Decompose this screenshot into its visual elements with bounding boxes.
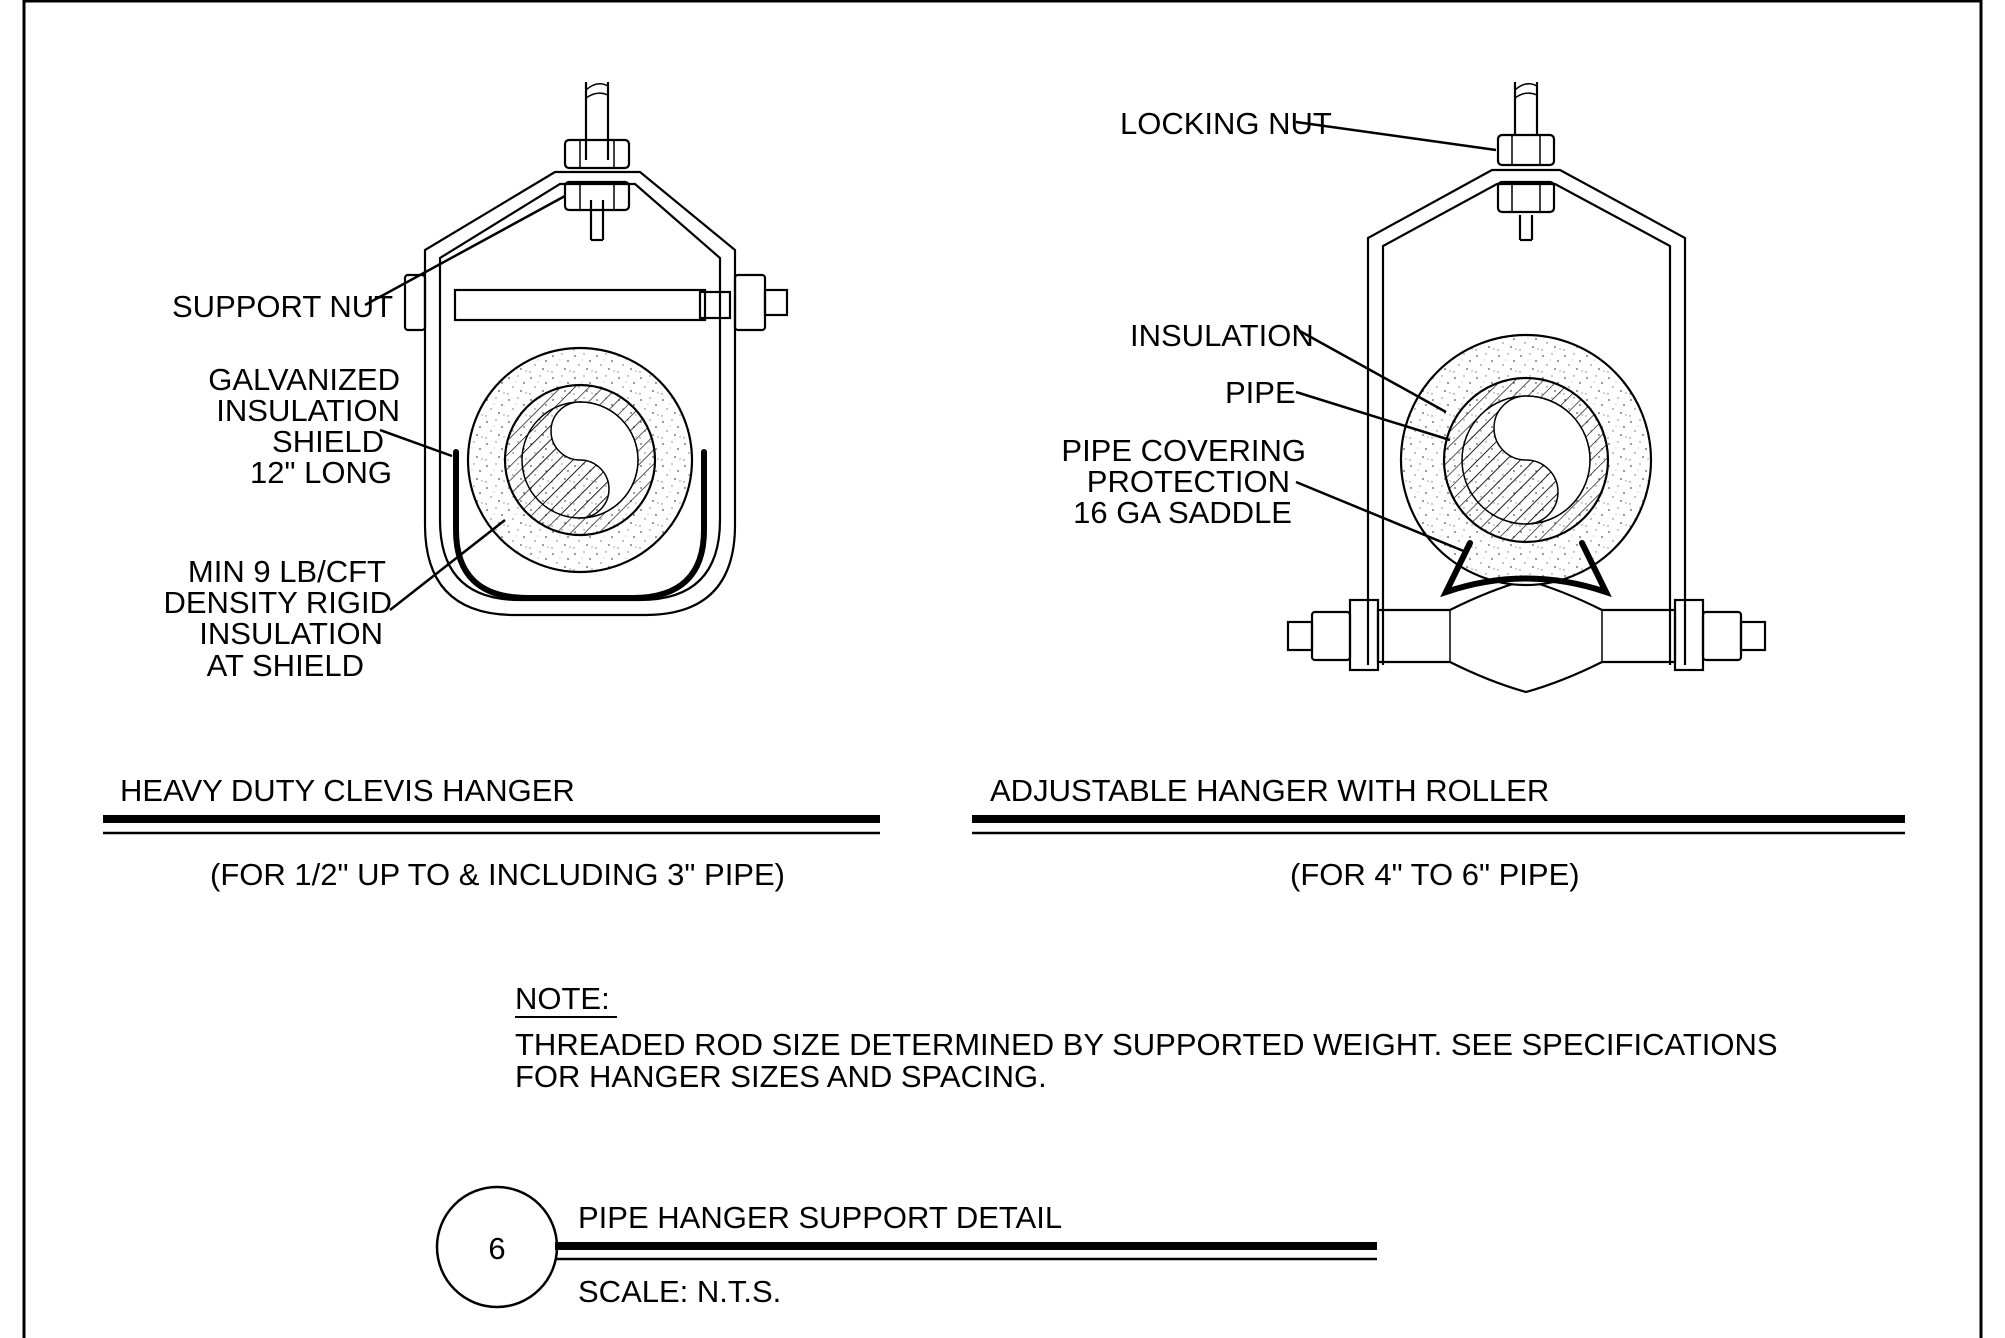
shield-label-line-1: GALVANIZED <box>208 362 400 397</box>
roller-hanger-subtitle: (FOR 4" TO 6" PIPE) <box>1290 857 1580 892</box>
clevis-hanger-title: HEAVY DUTY CLEVIS HANGER <box>120 773 575 808</box>
saddle-label-line-2: PROTECTION <box>1087 464 1290 499</box>
saddle-label-line-1: PIPE COVERING <box>1061 433 1306 468</box>
detail-scale: SCALE: N.T.S. <box>578 1274 781 1309</box>
sheet-border <box>22 0 1983 1338</box>
roller-insulation-label: INSULATION <box>1130 318 1314 353</box>
locking-nut-label: LOCKING NUT <box>1120 106 1332 141</box>
insulation-label-line-3: INSULATION <box>199 616 383 651</box>
detail-title: PIPE HANGER SUPPORT DETAIL <box>578 1200 1062 1235</box>
detail-title-block: 6 PIPE HANGER SUPPORT DETAIL SCALE: N.T.… <box>435 1185 1377 1309</box>
shield-label-line-3: SHIELD <box>272 424 384 459</box>
insulation-label-line-1: MIN 9 LB/CFT <box>188 554 386 589</box>
clevis-hanger-drawing <box>403 82 789 617</box>
roller-leaders <box>1295 120 1497 554</box>
support-nut-label: SUPPORT NUT <box>172 289 393 324</box>
clevis-leaders <box>364 194 566 611</box>
saddle-label-line-3: 16 GA SADDLE <box>1073 495 1292 530</box>
roller-hanger-drawing <box>1286 82 1767 694</box>
pipe-label: PIPE <box>1225 375 1296 410</box>
insulation-label-line-4: AT SHIELD <box>207 648 364 683</box>
shield-label-line-2: INSULATION <box>216 393 400 428</box>
note-line-1: THREADED ROD SIZE DETERMINED BY SUPPORTE… <box>515 1027 1778 1062</box>
shield-label-line-4: 12" LONG <box>250 455 392 490</box>
detail-number: 6 <box>488 1231 505 1266</box>
note-line-2: FOR HANGER SIZES AND SPACING. <box>515 1059 1047 1094</box>
insulation-label-line-2: DENSITY RIGID <box>163 585 392 620</box>
note-heading: NOTE: <box>515 981 610 1016</box>
clevis-hanger-subtitle: (FOR 1/2" UP TO & INCLUDING 3" PIPE) <box>210 857 785 892</box>
roller-hanger-title: ADJUSTABLE HANGER WITH ROLLER <box>990 773 1549 808</box>
